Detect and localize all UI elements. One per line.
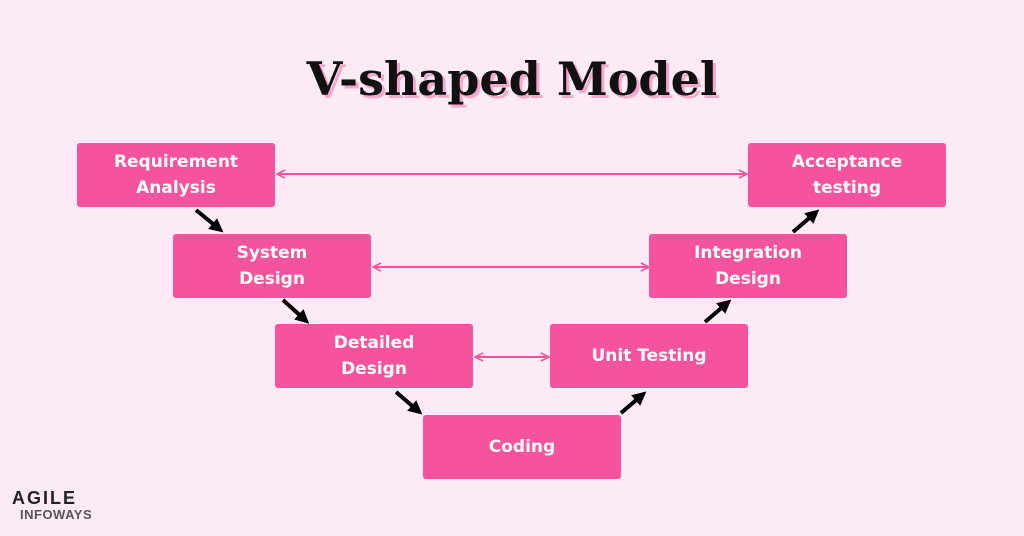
flow-arrow-1 (194, 208, 224, 233)
flow-arrow-6 (791, 209, 820, 234)
phase-label: Integration Design (694, 243, 802, 289)
phase-coding: Coding (423, 415, 621, 479)
phase-system-design: System Design (173, 234, 371, 298)
phase-label: System Design (236, 243, 308, 289)
phase-label: Unit Testing (591, 346, 707, 366)
phase-acceptance-testing: Acceptance testing (748, 143, 946, 207)
phase-integration-design: Integration Design (649, 234, 847, 298)
flow-arrow-4 (619, 391, 647, 415)
phase-requirement-analysis: Requirement Analysis (77, 143, 275, 207)
phase-detailed-design: Detailed Design (275, 324, 473, 388)
phase-label: Coding (488, 437, 556, 457)
logo-subtitle: INFOWAYS (20, 507, 93, 522)
phase-label: Acceptance testing (791, 152, 903, 198)
flow-arrow-3 (394, 390, 423, 415)
logo-wordmark: AGILE (12, 488, 78, 508)
phase-unit-testing: Unit Testing (550, 324, 748, 388)
phase-label: Detailed Design (333, 333, 415, 379)
phase-label: Requirement Analysis (113, 152, 239, 198)
flow-arrow-5 (703, 299, 732, 324)
agile-infoways-logo: AGILE INFOWAYS (12, 488, 92, 522)
flow-arrow-2 (281, 298, 310, 324)
page-title: V-shaped Model (306, 52, 718, 106)
